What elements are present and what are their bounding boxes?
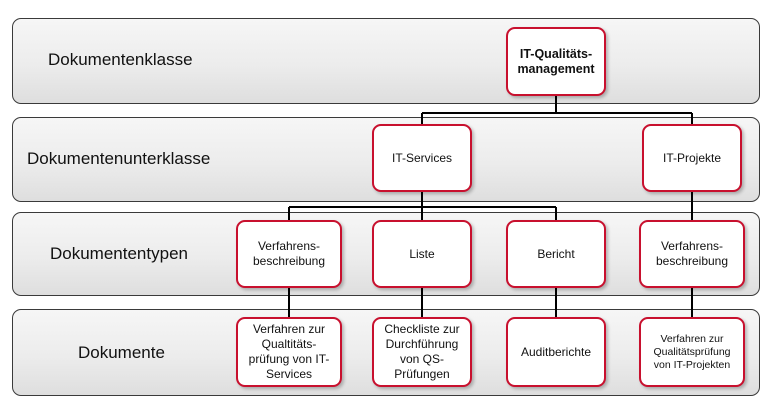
node-doc-verfahren-it-services[interactable]: Verfahren zur Qualtitäts- prüfung von IT… xyxy=(236,317,342,387)
node-doc-2-line3: von QS- xyxy=(399,352,444,366)
node-doc-auditberichte[interactable]: Auditberichte xyxy=(506,317,606,387)
node-type-verfahrensbeschreibung-2[interactable]: Verfahrens- beschreibung xyxy=(639,220,745,288)
node-it-projekte-label: IT-Projekte xyxy=(662,150,722,165)
node-type-liste[interactable]: Liste xyxy=(372,220,472,288)
node-doc-2-line1: Checkliste zur xyxy=(384,322,460,336)
node-type-bericht[interactable]: Bericht xyxy=(506,220,606,288)
node-type-verfahren-2-line1: Verfahrens- xyxy=(660,239,724,253)
node-doc-1-line3: prüfung von IT- xyxy=(248,352,330,366)
node-doc-2-line4: Prüfungen xyxy=(394,367,450,381)
node-it-projekte[interactable]: IT-Projekte xyxy=(642,124,742,192)
node-doc-4-line1: Verfahren zur xyxy=(660,332,724,345)
node-type-bericht-label: Bericht xyxy=(537,246,575,261)
node-type-verfahren-2-line2: beschreibung xyxy=(655,254,729,268)
node-doc-1-line2: Qualtitäts- xyxy=(261,337,317,351)
node-doc-4-line2: Qualitätsprüfung xyxy=(653,345,731,358)
level-label-documents: Dokumente xyxy=(78,343,165,362)
node-doc-1-line4: Services xyxy=(265,367,312,381)
node-type-liste-label: Liste xyxy=(409,246,435,261)
node-doc-3-label: Auditberichte xyxy=(520,344,592,359)
level-label-types: Dokumententypen xyxy=(50,244,188,263)
node-root-line1: IT-Qualitäts- xyxy=(519,46,593,61)
node-doc-2-line2: Durchführung xyxy=(385,337,459,351)
level-label-subclass: Dokumentenunterklasse xyxy=(27,149,211,168)
node-type-verfahren-1-line2: beschreibung xyxy=(252,254,326,268)
node-doc-checkliste[interactable]: Checkliste zur Durchführung von QS- Prüf… xyxy=(372,317,472,387)
level-band-class xyxy=(12,18,760,104)
node-it-qualitaetsmanagement[interactable]: IT-Qualitäts- management xyxy=(506,27,606,96)
node-type-verfahren-1-line1: Verfahrens- xyxy=(257,239,321,253)
node-it-services[interactable]: IT-Services xyxy=(372,124,472,192)
node-it-services-label: IT-Services xyxy=(391,150,452,165)
node-root-line2: management xyxy=(517,61,595,76)
level-label-class: Dokumentenklasse xyxy=(48,50,193,69)
node-doc-1-line1: Verfahren zur xyxy=(252,322,326,336)
node-doc-verfahren-it-projekte[interactable]: Verfahren zur Qualitätsprüfung von IT-Pr… xyxy=(639,317,745,387)
node-doc-4-line3: von IT-Projekten xyxy=(653,358,731,371)
node-type-verfahrensbeschreibung-1[interactable]: Verfahrens- beschreibung xyxy=(236,220,342,288)
